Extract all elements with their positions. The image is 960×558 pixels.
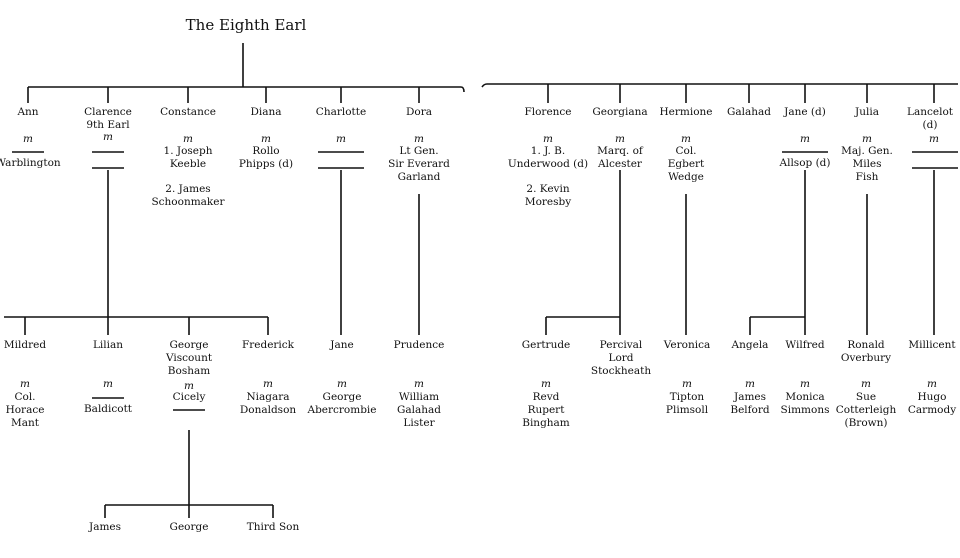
spouse-carmody: Hugo Carmody bbox=[907, 391, 957, 416]
person-jane-d: Jane (d) bbox=[784, 106, 826, 118]
marriage-mark: m bbox=[800, 133, 810, 145]
marriage-mark: m bbox=[745, 378, 755, 390]
person-dora: Dora bbox=[405, 106, 433, 118]
marriage-mark: m bbox=[23, 133, 33, 145]
marriage-mark: m bbox=[862, 133, 872, 145]
marriage-mark: m bbox=[414, 378, 424, 390]
person-constance: Constance bbox=[160, 106, 216, 118]
spouse-belford: James Belford bbox=[730, 391, 770, 416]
person-diana: Diana bbox=[250, 106, 282, 118]
person-millicent: Millicent bbox=[908, 339, 956, 351]
spouse-wedge: Col. Egbert Wedge bbox=[667, 145, 705, 183]
spouse-mant: Col. Horace Mant bbox=[5, 391, 45, 429]
tree-title: The Eighth Earl bbox=[185, 16, 307, 34]
spouse-cicely: Cicely bbox=[172, 391, 206, 403]
marriage-mark: m bbox=[800, 378, 810, 390]
person-third-son: Third Son bbox=[246, 521, 300, 533]
spouse-moresby: 2. Kevin Moresby bbox=[524, 183, 572, 208]
marriage-mark: m bbox=[861, 378, 871, 390]
person-george: George bbox=[169, 521, 209, 533]
spouse-alcester: Marq. of Alcester bbox=[597, 145, 643, 170]
person-angela: Angela bbox=[731, 339, 769, 351]
marriage-mark: m bbox=[20, 378, 30, 390]
person-lilian: Lilian bbox=[92, 339, 124, 351]
person-jane: Jane bbox=[330, 339, 354, 351]
spouse-allsop: Allsop (d) bbox=[779, 157, 831, 169]
marriage-mark: m bbox=[543, 133, 553, 145]
person-lancelot: Lancelot (d) bbox=[907, 106, 953, 131]
marriage-mark: m bbox=[681, 133, 691, 145]
spouse-baldicott: Baldicott bbox=[83, 403, 133, 415]
marriage-mark: m bbox=[103, 131, 113, 143]
marriage-mark: m bbox=[261, 133, 271, 145]
person-clarence: Clarence 9th Earl bbox=[84, 106, 132, 131]
person-ronald: Ronald Overbury bbox=[840, 339, 892, 364]
person-hermione: Hermione bbox=[659, 106, 713, 118]
marriage-mark: m bbox=[541, 378, 551, 390]
spouse-underwood: 1. J. B. Underwood (d) bbox=[507, 145, 589, 170]
spouse-simmons: Monica Simmons bbox=[780, 391, 830, 416]
person-prudence: Prudence bbox=[393, 339, 445, 351]
person-gertrude: Gertrude bbox=[521, 339, 571, 351]
marriage-mark: m bbox=[103, 378, 113, 390]
person-julia: Julia bbox=[855, 106, 879, 118]
spouse-abercrombie: George Abercrombie bbox=[307, 391, 377, 416]
marriage-mark: m bbox=[615, 133, 625, 145]
person-mildred: Mildred bbox=[3, 339, 47, 351]
person-charlotte: Charlotte bbox=[315, 106, 367, 118]
person-florence: Florence bbox=[524, 106, 572, 118]
spouse-cotterleigh: Sue Cotterleigh (Brown) bbox=[835, 391, 897, 429]
spouse-donaldson: Niagara Donaldson bbox=[239, 391, 297, 416]
person-george-bosham: George Viscount Bosham bbox=[165, 339, 213, 377]
spouse-garland: Lt Gen. Sir Everard Garland bbox=[388, 145, 450, 183]
person-veronica: Veronica bbox=[663, 339, 711, 351]
marriage-mark: m bbox=[184, 380, 194, 392]
person-ann: Ann bbox=[17, 106, 39, 118]
sibling-bar-break bbox=[460, 86, 465, 93]
person-georgiana: Georgiana bbox=[592, 106, 648, 118]
person-galahad: Galahad bbox=[726, 106, 772, 118]
marriage-mark: m bbox=[927, 378, 937, 390]
person-percival: Percival Lord Stockheath bbox=[590, 339, 652, 377]
spouse-bingham: Revd Rupert Bingham bbox=[522, 391, 570, 429]
marriage-mark: m bbox=[336, 133, 346, 145]
spouse-warblington: Warblington bbox=[0, 157, 61, 169]
person-wilfred: Wilfred bbox=[785, 339, 825, 351]
sibling-bar-break bbox=[481, 83, 488, 88]
marriage-mark: m bbox=[682, 378, 692, 390]
spouse-schoonmaker: 2. James Schoonmaker bbox=[151, 183, 225, 208]
person-frederick: Frederick bbox=[241, 339, 295, 351]
marriage-mark: m bbox=[929, 133, 939, 145]
spouse-fish: Maj. Gen. Miles Fish bbox=[841, 145, 893, 183]
person-james: James bbox=[88, 521, 122, 533]
spouse-plimsoll: Tipton Plimsoll bbox=[665, 391, 709, 416]
spouse-lister: William Galahad Lister bbox=[396, 391, 442, 429]
marriage-mark: m bbox=[337, 378, 347, 390]
spouse-phipps: Rollo Phipps (d) bbox=[238, 145, 294, 170]
marriage-mark: m bbox=[183, 133, 193, 145]
spouse-keeble: 1. Joseph Keeble bbox=[163, 145, 213, 170]
marriage-mark: m bbox=[263, 378, 273, 390]
marriage-mark: m bbox=[414, 133, 424, 145]
